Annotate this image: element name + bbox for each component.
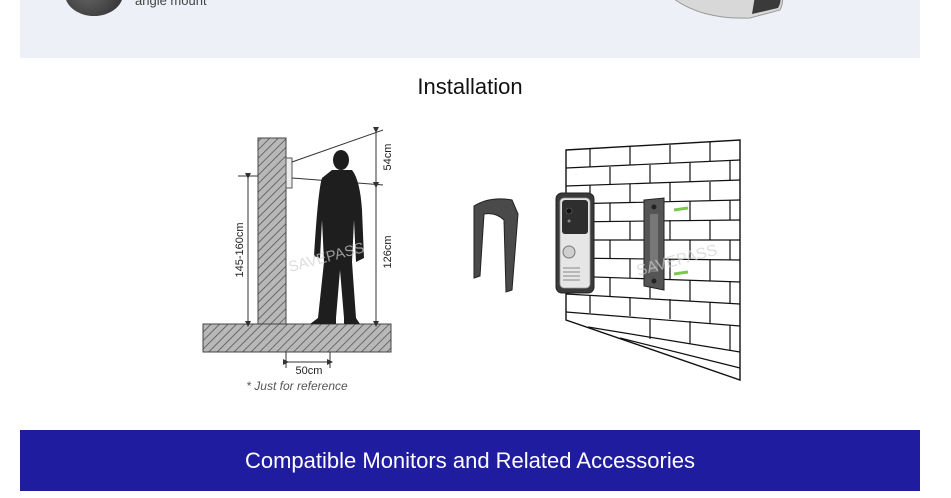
- person-silhouette: [310, 150, 364, 324]
- distance-label: 50cm: [296, 365, 323, 377]
- floor: [202, 323, 392, 353]
- installation-title: Installation: [417, 74, 523, 99]
- wall: [257, 137, 287, 325]
- height-range-label: 145-160cm: [234, 222, 246, 277]
- height-diagram: 145-160cm 126cm 54cm 50cm * Just for ref…: [202, 127, 394, 393]
- top-product-strip: angle mount: [20, 0, 920, 58]
- product-thumbnail: [65, 0, 123, 16]
- view-span-label: 54cm: [382, 144, 394, 171]
- door-station-side: [285, 157, 293, 189]
- screw-top: [673, 206, 689, 212]
- camera-height-label: 126cm: [382, 235, 394, 268]
- angle-mount-caption: angle mount: [135, 0, 207, 8]
- door-station-image: [555, 192, 595, 294]
- compatible-monitors-heading: Compatible Monitors and Related Accessor…: [244, 447, 695, 473]
- reference-note: * Just for reference: [246, 379, 348, 393]
- brick-wall-mounting: SAVEPASS: [555, 139, 741, 381]
- door-camera-image: [674, 0, 784, 19]
- screw-bottom: [673, 270, 689, 276]
- rain-cover-image: [473, 198, 519, 293]
- compatible-monitors-banner: Compatible Monitors and Related Accessor…: [20, 430, 920, 491]
